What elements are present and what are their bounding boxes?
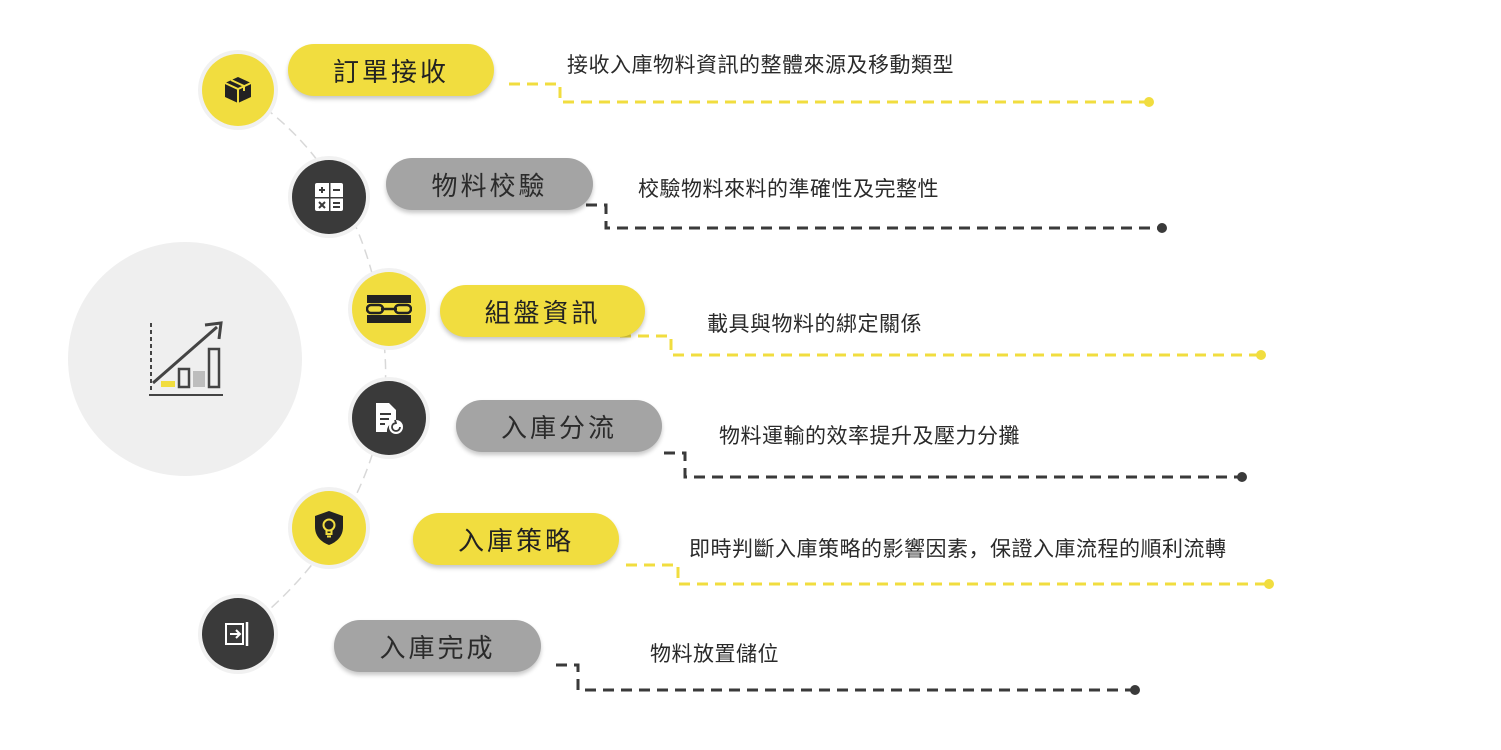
step-description: 接收入庫物料資訊的整體來源及移動類型: [567, 53, 954, 77]
step-label: 入庫分流: [500, 413, 617, 444]
step-description: 物料放置儲位: [650, 642, 779, 666]
step-pill-material-check[interactable]: 物料校驗: [386, 158, 593, 210]
document-return-icon: [376, 403, 403, 434]
step-pill-order-receive[interactable]: 訂單接收: [288, 44, 494, 96]
calculator-icon: [315, 183, 343, 211]
step-node-pallet-info: [352, 272, 426, 346]
growth-chart-icon: [149, 321, 223, 396]
leader-dot-4: [1237, 472, 1247, 482]
step-node-inbound-complete: [202, 598, 274, 670]
leader-line-1: [509, 82, 1149, 104]
step-description: 物料運輸的效率提升及壓力分攤: [719, 424, 1020, 448]
step-node-order-receive: [202, 54, 274, 126]
package-icon: [224, 77, 252, 103]
leader-line-5: [626, 563, 1269, 586]
step-label: 入庫策略: [457, 526, 574, 557]
leader-line-4: [664, 451, 1242, 479]
step-node-inbound-split: [352, 381, 426, 455]
step-label: 組盤資訊: [484, 298, 601, 329]
leader-dot-1: [1144, 97, 1154, 107]
step-node-inbound-strategy: [292, 491, 366, 565]
step-label: 物料校驗: [431, 171, 548, 202]
step-label: 入庫完成: [379, 633, 496, 664]
login-box-icon: [225, 622, 249, 646]
chain-link-icon: [366, 295, 412, 323]
leader-dot-6: [1130, 685, 1140, 695]
step-description: 載具與物料的綁定關係: [707, 312, 922, 336]
step-pill-inbound-split[interactable]: 入庫分流: [456, 400, 662, 452]
leader-dot-2: [1157, 223, 1167, 233]
leader-dot-3: [1256, 350, 1266, 360]
hub-circle: [68, 242, 302, 476]
leader-line-3: [620, 334, 1261, 357]
shield-lightbulb-icon: [315, 511, 343, 545]
leader-dot-5: [1264, 579, 1274, 589]
step-node-material-check: [292, 160, 366, 234]
step-description: 校驗物料來料的準確性及完整性: [638, 177, 939, 201]
leader-line-6: [556, 663, 1135, 692]
step-pill-pallet-info[interactable]: 組盤資訊: [440, 285, 645, 337]
leader-line-2: [586, 203, 1162, 230]
step-label: 訂單接收: [332, 57, 449, 88]
step-description: 即時判斷入庫策略的影響因素，保證入庫流程的順利流轉: [689, 537, 1227, 561]
step-pill-inbound-strategy[interactable]: 入庫策略: [413, 513, 619, 565]
step-pill-inbound-complete[interactable]: 入庫完成: [334, 620, 541, 672]
